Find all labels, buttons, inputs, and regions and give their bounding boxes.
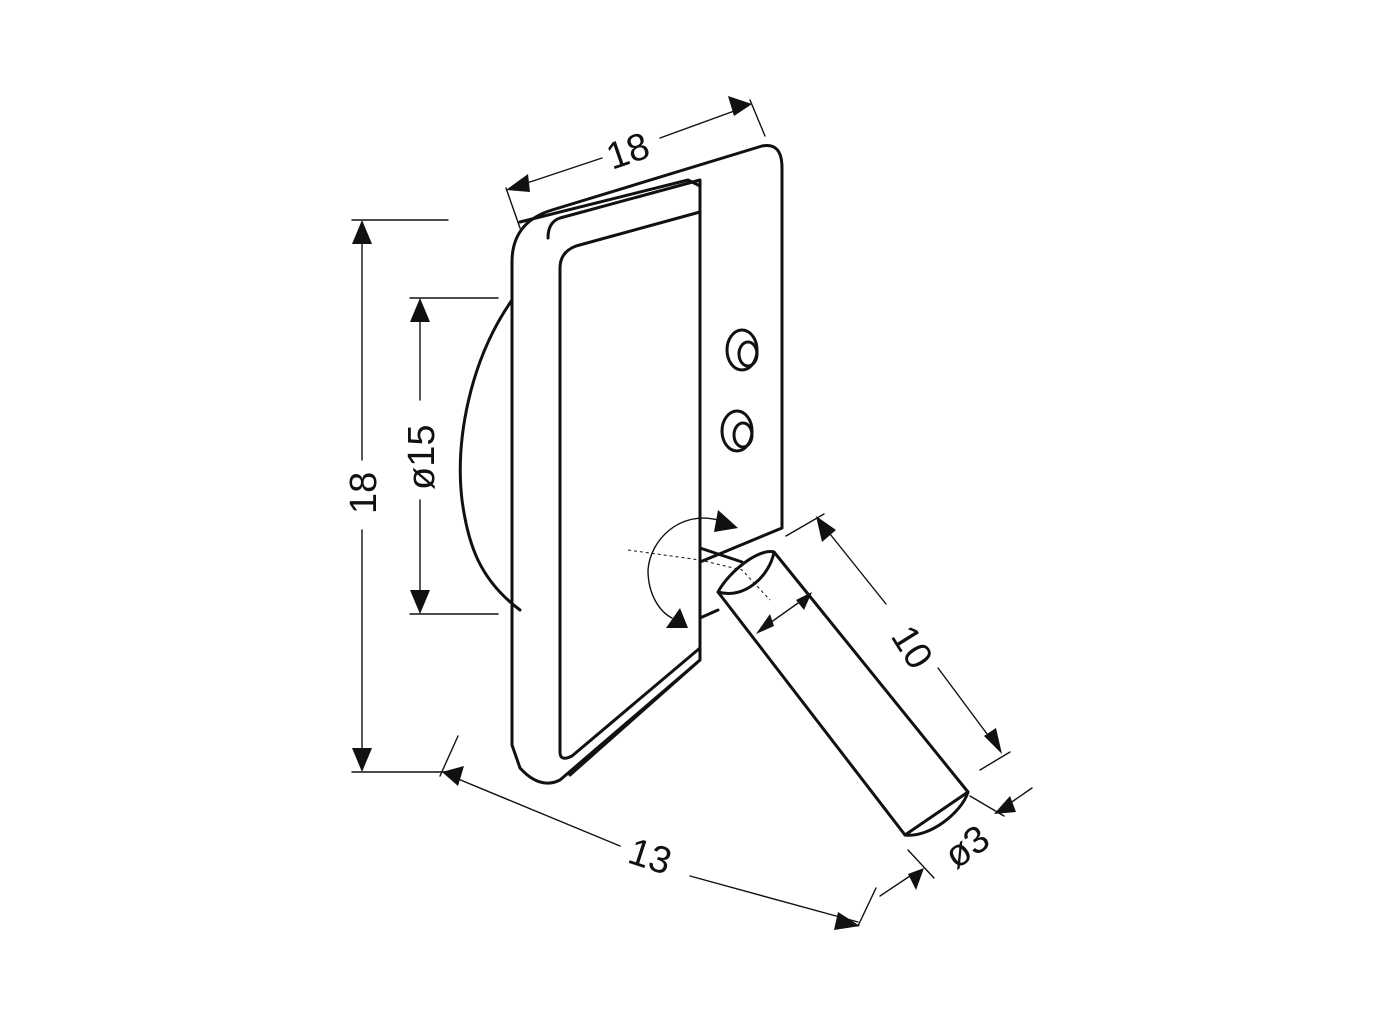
arrow-head-left xyxy=(442,766,464,786)
front-panel-top xyxy=(518,178,702,224)
dimension-depth: 13 xyxy=(439,735,877,930)
arm-axis-dashed xyxy=(627,549,771,601)
arrow-head-upper xyxy=(994,796,1016,814)
front-panel-face xyxy=(558,210,702,270)
rotation-arc xyxy=(647,517,719,619)
arrow-head-lower xyxy=(908,868,924,890)
front-panel-inner xyxy=(558,266,702,760)
switch-lower-knob xyxy=(732,421,754,449)
arm-tube xyxy=(716,550,970,837)
front-panel-edge xyxy=(546,178,702,777)
tube-width-arrow-b xyxy=(796,592,812,610)
arrow-head-top xyxy=(352,220,372,244)
dimension-label-arm-diameter: ø3 xyxy=(937,818,997,878)
dimension-arm-diameter: ø3 xyxy=(879,787,1033,897)
dimension-height: 18 xyxy=(343,219,457,773)
dimension-line-lower xyxy=(937,667,997,747)
arrow-head-right xyxy=(834,912,860,930)
arrow-head-bottom xyxy=(352,748,372,772)
arrow-head-start xyxy=(816,516,836,542)
dimension-label-top-width: 18 xyxy=(601,125,655,178)
switch-buttons xyxy=(720,328,759,453)
arrow-head-end xyxy=(984,728,1002,754)
reading-arm xyxy=(627,510,970,837)
arrow-head-top xyxy=(410,298,430,322)
dimension-arm-length: 10 xyxy=(785,513,1011,771)
dimension-top-width: 18 xyxy=(505,96,766,229)
dimension-base-diameter: ø15 xyxy=(401,297,499,615)
tube-width-arrow-a xyxy=(756,614,774,634)
arrow-head-right xyxy=(728,96,752,116)
extension-line-right xyxy=(749,99,766,137)
lamp-body xyxy=(458,143,784,785)
dimension-line-right xyxy=(689,875,859,923)
back-plate xyxy=(510,143,784,785)
dimension-label-height: 18 xyxy=(343,472,385,514)
dimension-label-arm-length: 10 xyxy=(882,619,940,677)
dimension-line-left xyxy=(445,773,621,847)
dimension-line-lower xyxy=(879,875,911,897)
arrow-head-left xyxy=(506,174,530,192)
switch-upper-knob xyxy=(737,340,759,368)
dimension-label-base-diameter: ø15 xyxy=(401,425,443,490)
dimension-line-upper xyxy=(821,523,887,605)
extension-line-left xyxy=(439,735,459,777)
arm-tube-end xyxy=(903,790,970,837)
extension-line-end xyxy=(979,751,1011,771)
extension-line-right xyxy=(857,887,877,927)
rotation-arrow-head-bottom xyxy=(666,608,688,628)
dimension-label-depth: 13 xyxy=(623,831,676,884)
extension-line-lower xyxy=(907,849,935,879)
arm-joint xyxy=(698,546,744,620)
extension-line-left xyxy=(505,187,521,229)
arrow-head-bottom xyxy=(410,590,430,614)
wall-base-disc xyxy=(458,298,522,612)
rotation-arrow-head-top xyxy=(714,510,738,532)
